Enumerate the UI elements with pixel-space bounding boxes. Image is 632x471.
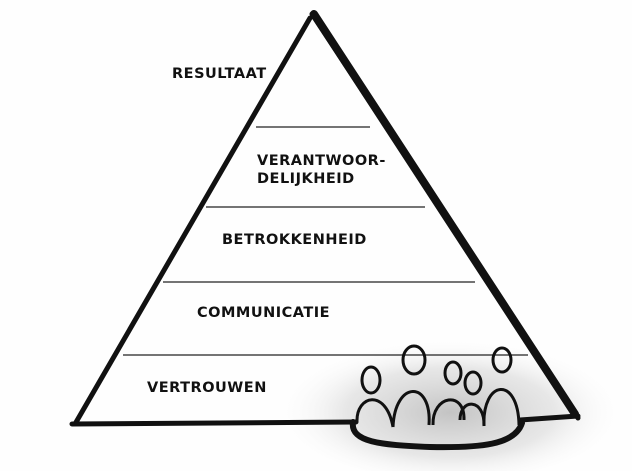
level-label-verantwoordelijkheid-line1: VERANTWOOR- <box>257 153 386 169</box>
people-group-icon <box>355 344 521 428</box>
level-label-communicatie: COMMUNICATIE <box>197 305 331 321</box>
people-base <box>349 419 525 451</box>
level-label-resultaat: RESULTAAT <box>172 66 267 82</box>
level-dividers <box>123 126 528 356</box>
level-label-verantwoordelijkheid-line2: DELIJKHEID <box>257 171 355 187</box>
level-label-betrokkenheid: BETROKKENHEID <box>222 232 367 248</box>
level-label-vertrouwen: VERTROUWEN <box>147 380 267 396</box>
